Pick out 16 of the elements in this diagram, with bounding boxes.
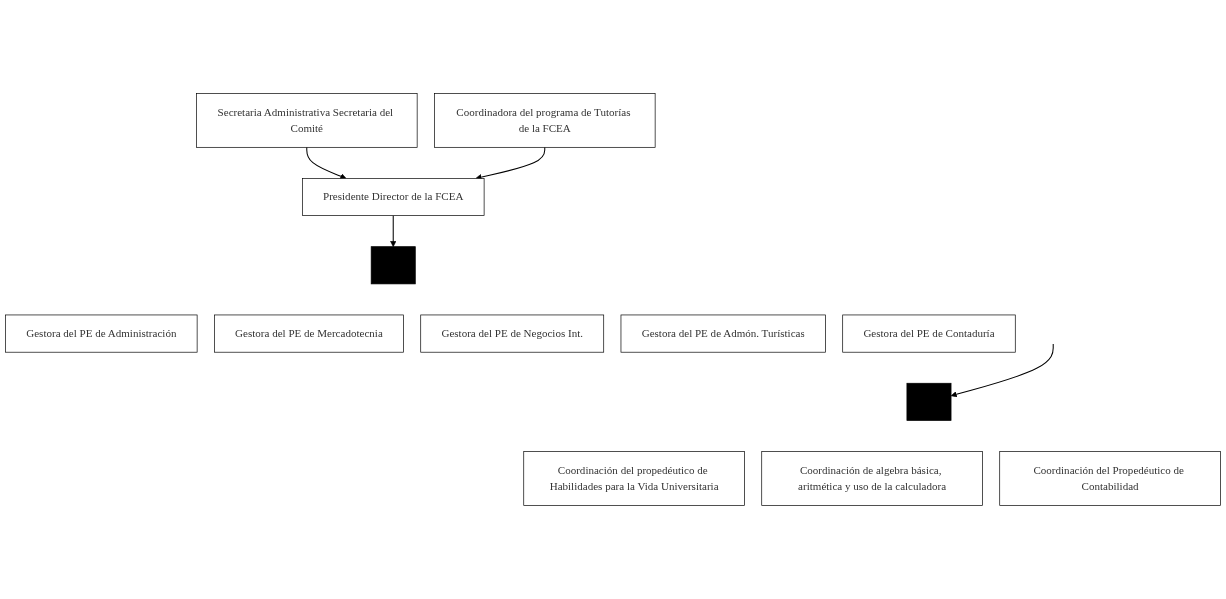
node-bar xyxy=(370,246,416,285)
node-box: Gestora del PE de Contaduría xyxy=(842,314,1016,353)
node-box: Coordinación del propedéutico de Habilidades para la Vida Universitaria xyxy=(523,451,745,506)
node-box: Gestora del PE de Administración xyxy=(5,314,198,353)
node-box: Coordinadora del programa de Tutorías de la FCEA xyxy=(434,93,656,148)
arrow xyxy=(950,343,1054,398)
node-box: Gestora del PE de Admón. Turísticas xyxy=(620,314,826,353)
node-box: Secretaria Administrativa Secretaria del Comité xyxy=(196,93,418,148)
node-box: Gestora del PE de Negocios Int. xyxy=(420,314,605,353)
node-box: Gestora del PE de Mercadotecnia xyxy=(214,314,404,353)
node-box: Coordinación de algebra básica, aritmética y uso de la calculadora xyxy=(761,451,983,506)
arrow xyxy=(306,146,347,180)
arrow xyxy=(390,215,397,247)
node-box: Presidente Director de la FCEA xyxy=(302,178,485,217)
node-box: Coordinación del Propedéutico de Contabilidad xyxy=(999,451,1221,506)
node-bar xyxy=(906,382,952,421)
